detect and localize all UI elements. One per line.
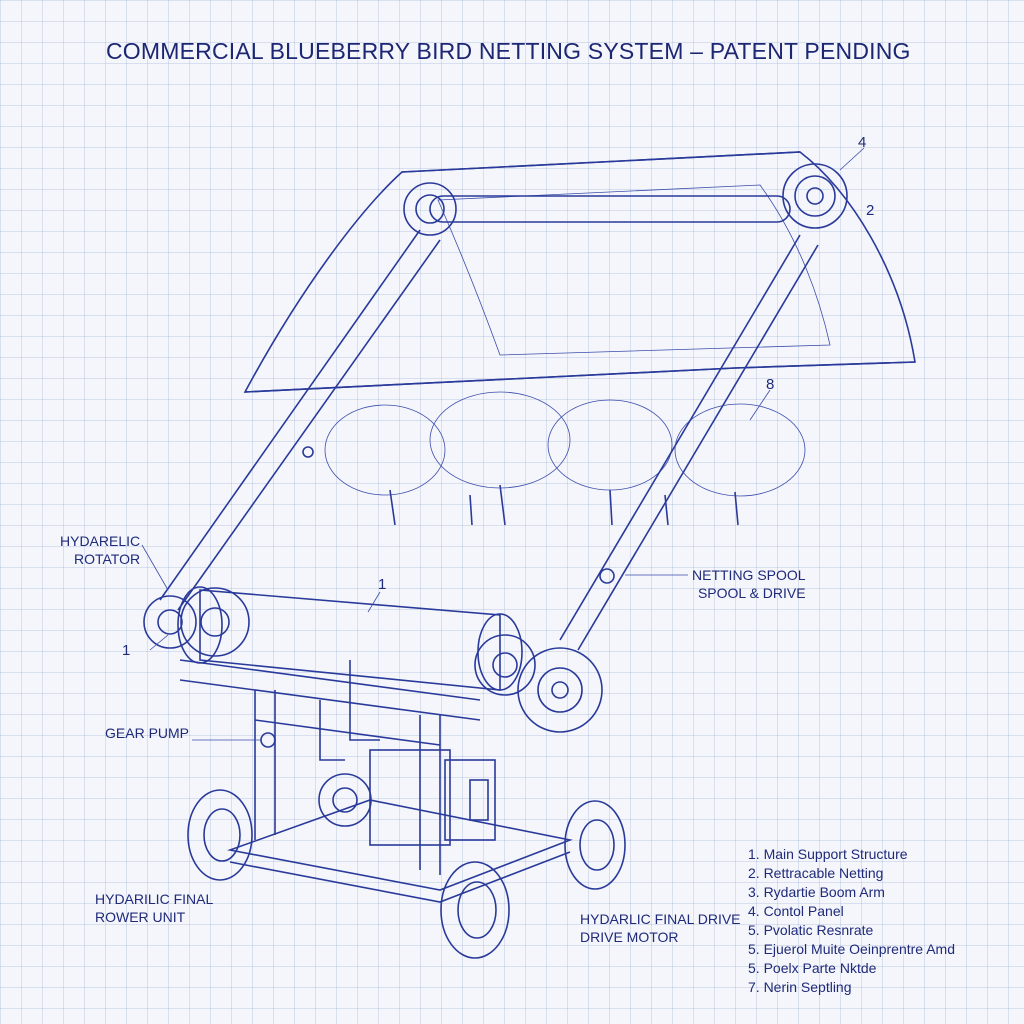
- netting-spool: [143, 586, 603, 733]
- page-title: COMMERCIAL BLUEBERRY BIRD NETTING SYSTEM…: [106, 38, 911, 64]
- blueberry-bushes: [324, 391, 806, 526]
- parts-legend: 1. Main Support Structure 2. Rettracable…: [748, 845, 955, 997]
- boom-arms: [159, 229, 819, 651]
- top-roller: [403, 163, 848, 236]
- wheels: [187, 789, 626, 959]
- retractable-netting: [243, 151, 916, 393]
- hydraulic-power-unit: [260, 660, 496, 846]
- gear-pump-label: GEAR PUMP: [105, 725, 190, 741]
- hydraulic-rotator-label: HYDARELIC ROTATOR: [60, 533, 141, 567]
- legend-item: 2. Rettracable Netting: [748, 865, 884, 881]
- leader-lines: [141, 147, 865, 741]
- power-unit-label: HYDARILIC FINAL ROWER UNIT: [95, 891, 214, 925]
- drive-motor-label: HYDARLIC FINAL DRIVE DRIVE MOTOR: [580, 911, 741, 945]
- ref-number-2: 2: [866, 202, 875, 219]
- ref-number-4: 4: [858, 134, 867, 151]
- ref-number-1-spool: 1: [378, 576, 387, 593]
- netting-spool-label: NETTING SPOOL SPOOL & DRIVE: [692, 567, 806, 601]
- legend-item: 3. Rydartie Boom Arm: [748, 884, 885, 900]
- legend-item: 7. Nerin Septling: [748, 979, 852, 995]
- ref-number-8: 8: [766, 376, 775, 393]
- legend-item: 5. Poelx Parte Nktde: [748, 960, 877, 976]
- legend-item: 5. Pvolatic Resnrate: [748, 922, 874, 938]
- legend-item: 5. Ejuerol Muite Oeinprentre Amd: [748, 941, 955, 957]
- cart-frame: [226, 690, 573, 903]
- legend-item: 4. Contol Panel: [748, 903, 844, 919]
- legend-item: 1. Main Support Structure: [748, 846, 908, 862]
- ref-number-1-left: 1: [122, 642, 131, 659]
